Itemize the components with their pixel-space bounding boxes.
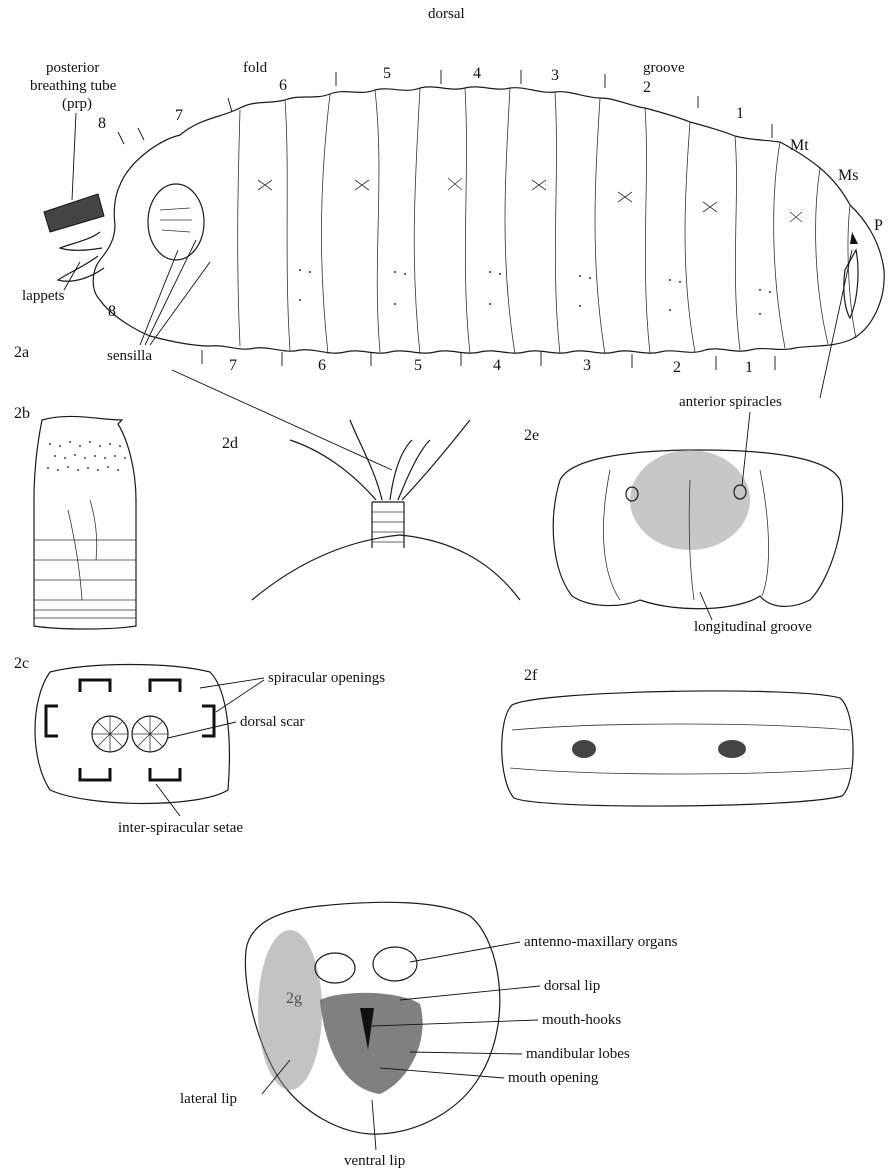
longitudinal-groove-label: longitudinal groove [694,619,812,635]
panel-2b-stipple [47,441,126,471]
ventral-segment-6: 6 [318,357,326,374]
panel-2d-base [252,535,520,600]
dorsal-segment-1: 1 [736,105,744,122]
posterior-spiracle-region [148,184,204,260]
sensilla-leaders [140,240,210,345]
lappets [58,232,104,281]
panel-2c-leaders [156,678,264,816]
antenno-organ-right [373,947,417,981]
dorsal-segment-4: 4 [473,65,481,82]
panel-2f-scar-right [718,740,746,758]
ventral-separators [202,350,775,370]
posterior-label-line2: breathing tube [30,78,117,94]
mouth-hooks-label: mouth-hooks [542,1012,621,1028]
panel-2e: 2e anterior spiracles longitudinal groov… [524,394,843,635]
dorsal-segment-6: 6 [279,77,287,94]
dorsal-scars [92,716,168,752]
inter-spiracular-setae-label: inter-spiracular setae [118,820,243,836]
panel-2f-scar-left [572,740,596,758]
mouth-opening-label: mouth opening [508,1070,599,1086]
panel-2g-lateral-shading [258,930,322,1090]
panel-2d: 2d [222,420,520,600]
segment-p-label: P [874,217,883,234]
dorsal-label: dorsal [428,6,465,22]
ventral-lip-label: ventral lip [344,1153,405,1169]
antenno-maxillary-label: antenno-maxillary organs [524,934,678,950]
dorsal-segment-7: 7 [175,107,183,124]
segment-mt-label: Mt [790,137,809,154]
panel-2b-outline [34,416,136,629]
panel-2f-grooves [510,724,852,774]
dorsal-segment-3: 3 [551,67,559,84]
posterior-label-line3: (prp) [62,96,92,112]
dorsal-scar-label: dorsal scar [240,714,305,730]
lateral-lip-label: lateral lip [180,1091,237,1107]
panel-2c-label: 2c [14,655,29,672]
panel-2b-lines [34,500,136,618]
panel-2d-label: 2d [222,435,238,452]
dorsal-lip-label: dorsal lip [544,978,600,994]
dorsal-markings [258,178,802,222]
posterior-tube-leader [72,113,76,200]
panel-2f-outline [502,691,853,806]
panel-2d-stalk [372,502,404,548]
ventral-segment-4: 4 [493,357,501,374]
sensilla-marks [160,208,192,232]
mandibular-lobes-label: mandibular lobes [526,1046,630,1062]
dorsal-separators [118,70,772,144]
lappets-leader [64,262,80,290]
panel-2d-hairs [290,420,470,500]
groove-label: groove [643,60,685,76]
sensillum-to-2d-leader [172,370,392,470]
ventral-segment-3: 3 [583,357,591,374]
segment-folds [238,88,856,354]
fold-label: fold [243,60,268,76]
ventral-segment-8: 8 [108,303,116,320]
ventral-segment-7: 7 [229,357,237,374]
panel-2f-label: 2f [524,667,538,684]
panel-2g: 2g antenno-maxillary organs dorsal lip m… [180,902,678,1169]
spiracular-openings [46,680,214,782]
antenno-organ-left [315,953,355,983]
posterior-label-line1: posterior [46,60,99,76]
panel-2a-label: 2a [14,344,29,361]
anterior-spiracles-label: anterior spiracles [679,394,782,410]
ventral-segment-1: 1 [745,359,753,376]
panel-2e-shading [630,450,750,550]
anterior-spiracles-leader [742,412,750,486]
panel-2e-label: 2e [524,427,539,444]
ventral-segment-5: 5 [414,357,422,374]
dorsal-segment-2: 2 [643,79,651,96]
panel-2a: dorsal posterior breathing tube (prp) fo… [14,6,884,376]
dorsal-segment-5: 5 [383,65,391,82]
ventral-segment-2: 2 [673,359,681,376]
dorsal-segment-8: 8 [98,115,106,132]
ventral-setae-rows [299,269,771,315]
panel-2f: 2f [502,667,853,806]
panel-2d-stalk-rings [372,512,404,542]
larva-body-outline [93,87,884,353]
segment-ms-label: Ms [838,167,858,184]
posterior-breathing-tube [44,194,104,232]
panel-2b-label: 2b [14,405,30,422]
spiracle-to-2e-leader [820,250,852,398]
anterior-spiracle-mark [850,232,858,244]
longitudinal-groove-leader [700,592,712,620]
spiracular-openings-label: spiracular openings [268,670,385,686]
sensilla-label: sensilla [107,348,152,364]
lappets-label: lappets [22,288,65,304]
panel-2b: 2b [14,405,136,629]
panel-2c: 2c spiracular openings dorsal scar inter… [14,655,385,836]
